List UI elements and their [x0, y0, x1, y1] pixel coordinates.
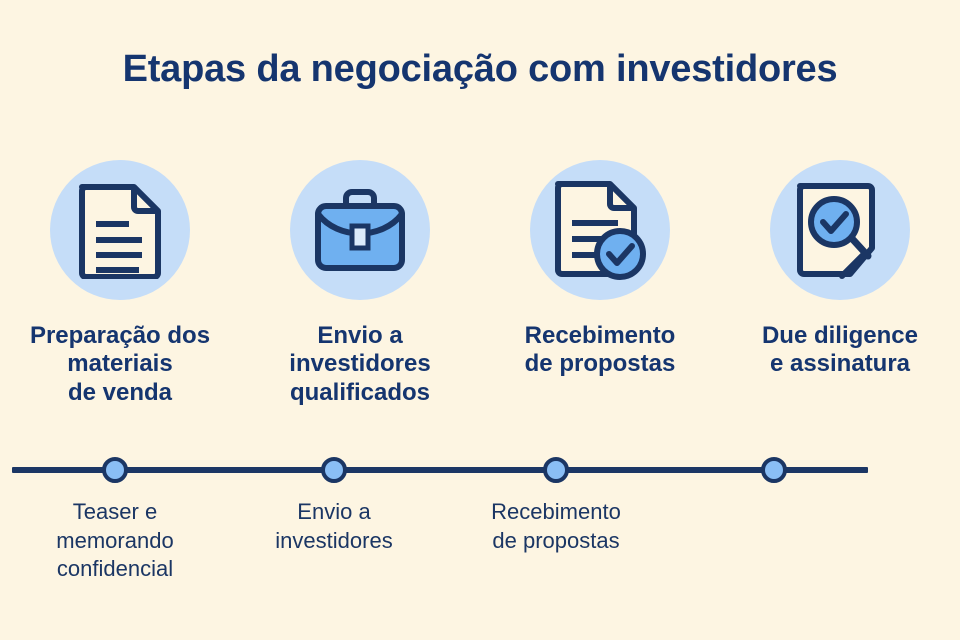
- step-3-label: Recebimento de propostas: [524, 322, 676, 378]
- timeline-axis-line: [12, 467, 868, 473]
- step-1-icon-circle: [50, 160, 190, 300]
- timeline-captions: Teaser e memorando confidencial Envio a …: [0, 498, 960, 608]
- step-3: Recebimento de propostas: [480, 160, 720, 407]
- document-lines-icon: [76, 181, 164, 279]
- timeline-marker-3[interactable]: [543, 457, 569, 483]
- step-2-icon-circle: [290, 160, 430, 300]
- timeline: [0, 455, 960, 485]
- step-4-icon-circle: [770, 160, 910, 300]
- step-2: Envio a investidores qualificados: [240, 160, 480, 407]
- step-1: Preparação dos materiais de venda: [0, 160, 240, 407]
- timeline-caption-2: Envio a investidores: [275, 499, 393, 553]
- timeline-caption-3: Recebimento de propostas: [491, 499, 621, 553]
- step-1-label: Preparação dos materiais de venda: [29, 322, 211, 406]
- step-2-label: Envio a investidores qualificados: [289, 322, 431, 406]
- briefcase-icon: [310, 184, 410, 276]
- document-check-icon: [552, 178, 648, 282]
- step-3-icon-circle: [530, 160, 670, 300]
- steps-row: Preparação dos materiais de venda Envio …: [0, 160, 960, 407]
- timeline-caption-1: Teaser e memorando confidencial: [56, 499, 174, 582]
- timeline-marker-4[interactable]: [761, 457, 787, 483]
- document-magnifier-check-icon: [794, 180, 886, 280]
- timeline-marker-1[interactable]: [102, 457, 128, 483]
- page-title: Etapas da negociação com investidores: [122, 48, 838, 90]
- step-4-label: Due diligence e assinatura: [761, 322, 919, 378]
- timeline-marker-2[interactable]: [321, 457, 347, 483]
- step-4: Due diligence e assinatura: [720, 160, 960, 407]
